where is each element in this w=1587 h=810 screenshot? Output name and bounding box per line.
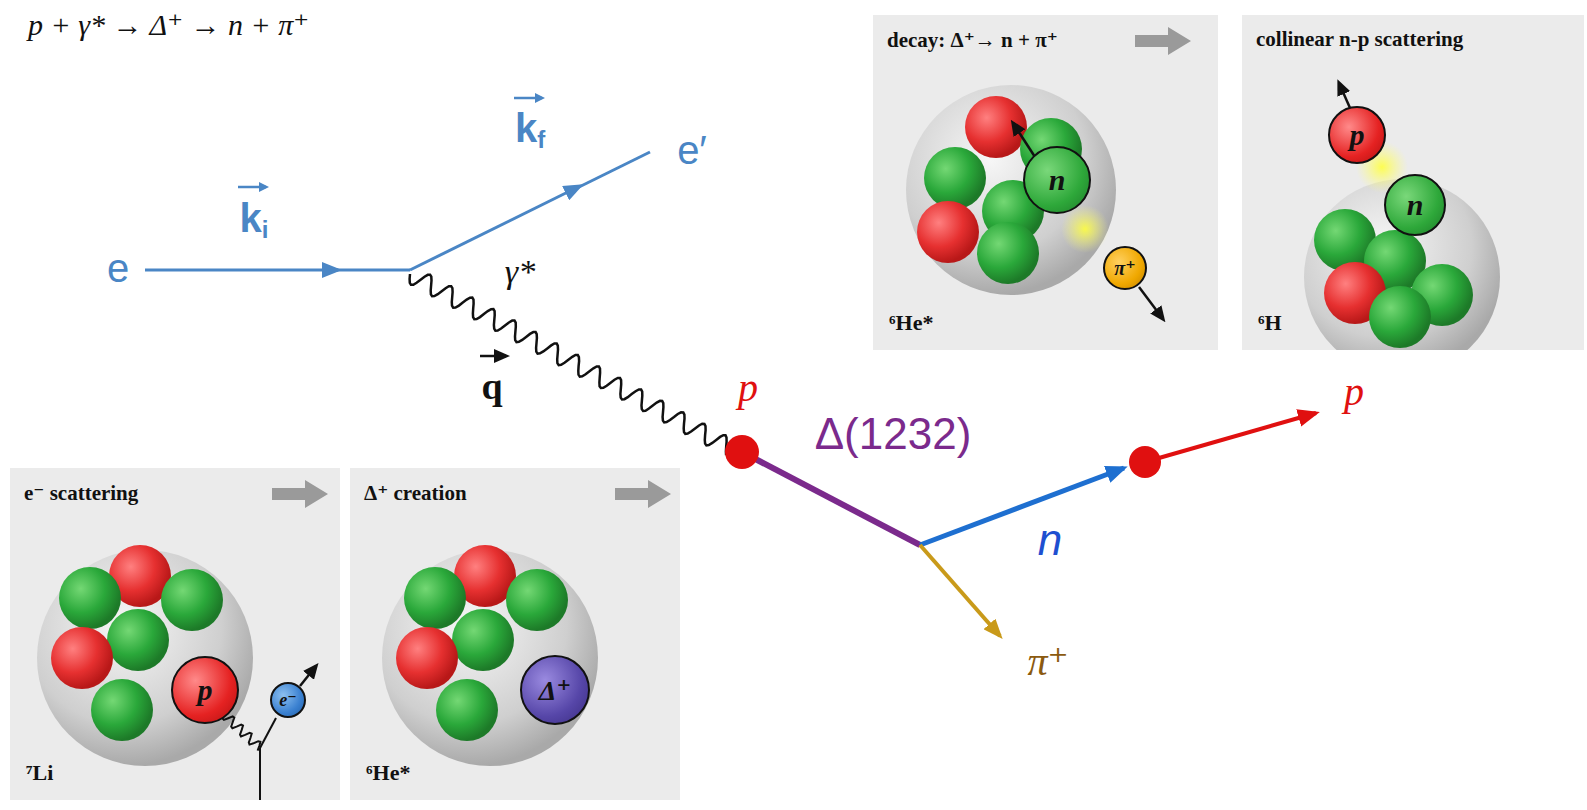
- stage-panel: collinear n-p scattering ⁶H p n: [1242, 15, 1584, 350]
- line-shape: [145, 269, 338, 272]
- panel-heading: e⁻ scattering: [24, 480, 138, 506]
- particle-ball: n: [1384, 174, 1446, 236]
- circle-shape: [161, 569, 223, 631]
- nucleus-label: ⁷Li: [26, 760, 53, 786]
- circle-shape: [906, 85, 1116, 295]
- circle-shape: [917, 201, 979, 263]
- circle-shape: [725, 435, 759, 469]
- particle-ball: π⁺: [1103, 246, 1147, 290]
- diagram-label: q: [481, 367, 502, 405]
- stage-panel: Δ⁺ creation ⁶He* Δ⁺: [350, 468, 680, 800]
- circle-shape: [91, 679, 153, 741]
- polygon-shape: [272, 480, 328, 508]
- line-shape: [330, 269, 410, 272]
- circle-shape: [1061, 205, 1109, 253]
- circle-shape: [404, 567, 466, 629]
- line-shape: [259, 748, 261, 800]
- line-shape: [742, 452, 920, 545]
- particle-ball: p: [1328, 106, 1386, 164]
- g-shape: [1304, 141, 1500, 350]
- panel-heading: Δ⁺ creation: [364, 480, 467, 506]
- line-shape: [514, 97, 542, 100]
- particle-symbol: p: [1350, 118, 1365, 152]
- circle-shape: [51, 627, 113, 689]
- particle-symbol: p: [198, 673, 213, 707]
- particle-symbol: Δ⁺: [539, 674, 571, 707]
- line-shape: [410, 186, 580, 270]
- particle-symbol: n: [1407, 188, 1424, 222]
- circle-shape: [1369, 286, 1431, 348]
- particle-symbol: e⁻: [279, 689, 297, 711]
- particle-symbol: n: [1049, 163, 1066, 197]
- circle-shape: [396, 627, 458, 689]
- circle-shape: [107, 609, 169, 671]
- diagram-label: n: [1038, 518, 1062, 562]
- stage-panel: decay: Δ⁺→ n + π⁺ ⁶He* n π⁺: [873, 15, 1218, 350]
- line-shape: [575, 152, 650, 189]
- panel-heading: decay: Δ⁺→ n + π⁺: [887, 27, 1058, 53]
- circle-shape: [1129, 446, 1161, 478]
- diagram-label: ki: [240, 198, 269, 242]
- rect-shape: [1242, 15, 1584, 350]
- circle-shape: [452, 609, 514, 671]
- polygon-shape: [1135, 27, 1191, 55]
- line-shape: [1145, 413, 1316, 462]
- line-shape: [1013, 123, 1035, 157]
- polygon-shape: [615, 480, 671, 508]
- line-shape: [920, 468, 1124, 545]
- particle-ball: n: [1023, 146, 1091, 214]
- circle-shape: [506, 569, 568, 631]
- diagram-label: γ*: [505, 255, 535, 289]
- panel-heading: collinear n-p scattering: [1256, 27, 1463, 52]
- diagram-label: p: [1344, 372, 1364, 412]
- line-shape: [1339, 83, 1350, 108]
- path-shape: [410, 274, 727, 455]
- nucleus-label: ⁶H: [1258, 310, 1282, 336]
- circle-shape: [924, 147, 986, 209]
- particle-symbol: π⁺: [1114, 256, 1135, 280]
- path-shape: [223, 714, 261, 751]
- panel-illustration: [10, 468, 340, 800]
- diagram-label: p: [738, 368, 758, 408]
- line-shape: [300, 666, 316, 686]
- g-shape: [906, 85, 1116, 295]
- particle-ball: p: [171, 656, 239, 724]
- circle-shape: [965, 96, 1027, 158]
- circle-shape: [977, 222, 1039, 284]
- rect-shape: [350, 468, 680, 800]
- rect-shape: [10, 468, 340, 800]
- nucleus-label: ⁶He*: [889, 310, 933, 336]
- line-shape: [238, 186, 266, 189]
- circle-shape: [436, 679, 498, 741]
- line-shape: [260, 718, 276, 748]
- panel-illustration: [1242, 15, 1584, 375]
- nucleus-label: ⁶He*: [366, 760, 410, 786]
- stage-panel: e⁻ scattering ⁷Li p e⁻: [10, 468, 340, 800]
- diagram-label: e′: [677, 130, 707, 170]
- line-shape: [480, 355, 506, 358]
- diagram-label: e: [107, 248, 129, 288]
- diagram-label: kf: [515, 108, 545, 152]
- panel-illustration: [350, 468, 680, 800]
- particle-ball: Δ⁺: [520, 655, 590, 725]
- circle-shape: [59, 567, 121, 629]
- diagram-label: π⁺: [1027, 642, 1068, 682]
- rect-shape: [873, 15, 1218, 350]
- particle-ball: e⁻: [270, 682, 306, 718]
- panel-illustration: [873, 15, 1218, 350]
- diagram-label: p + γ* → Δ⁺ → n + π⁺: [28, 10, 309, 40]
- line-shape: [920, 545, 1000, 636]
- diagram-label: Δ(1232): [815, 412, 972, 456]
- line-shape: [1139, 287, 1163, 319]
